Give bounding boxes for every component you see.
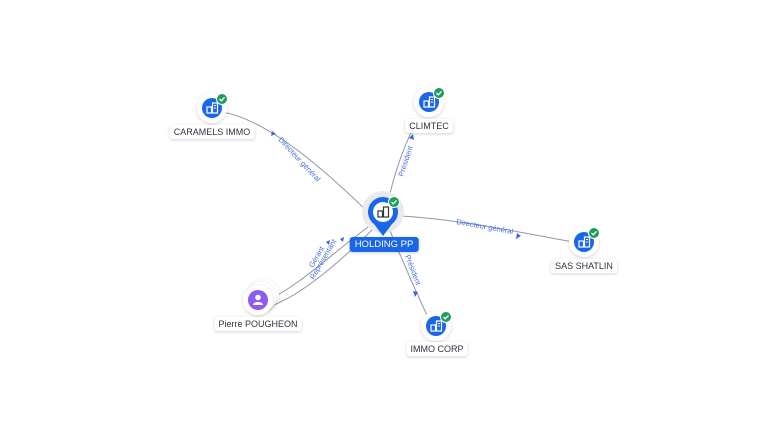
edge-label-shatlin: Directeur général xyxy=(456,217,515,236)
person-icon xyxy=(253,294,263,305)
arrow-immocorp xyxy=(413,291,418,297)
node-pierre[interactable] xyxy=(243,279,279,315)
verified-check-icon xyxy=(388,196,400,208)
node-climtec[interactable] xyxy=(414,87,445,117)
node-label-pierre[interactable]: Pierre POUGHEON xyxy=(214,317,302,331)
verified-check-icon xyxy=(216,93,228,105)
node-label-immocorp[interactable]: IMMO CORP xyxy=(406,342,468,356)
node-immocorp[interactable] xyxy=(421,311,452,341)
node-caramels[interactable] xyxy=(197,93,228,123)
edge-label-immocorp: Président xyxy=(403,253,423,287)
building-icon xyxy=(377,206,390,218)
arrow-pierre-b xyxy=(340,237,344,242)
edge-caramels xyxy=(221,111,371,215)
node-label-holding[interactable]: HOLDING PP xyxy=(349,237,419,252)
verified-check-icon xyxy=(433,87,445,99)
verified-check-icon xyxy=(588,227,600,239)
node-label-caramels[interactable]: CARAMELS IMMO xyxy=(169,125,255,139)
arrow-climtec xyxy=(409,134,414,140)
node-shatlin[interactable] xyxy=(569,227,600,257)
node-holding[interactable] xyxy=(362,191,404,236)
arrow-caramels xyxy=(271,131,276,136)
node-label-climtec[interactable]: CLIMTEC xyxy=(405,119,453,133)
edge-label-caramels: Directeur général xyxy=(277,135,323,183)
node-label-shatlin[interactable]: SAS SHATLIN xyxy=(551,259,617,273)
verified-check-icon xyxy=(440,311,452,323)
arrow-pierre-a xyxy=(326,240,330,245)
edge-shatlin xyxy=(397,215,579,244)
arrow-shatlin xyxy=(516,233,521,239)
